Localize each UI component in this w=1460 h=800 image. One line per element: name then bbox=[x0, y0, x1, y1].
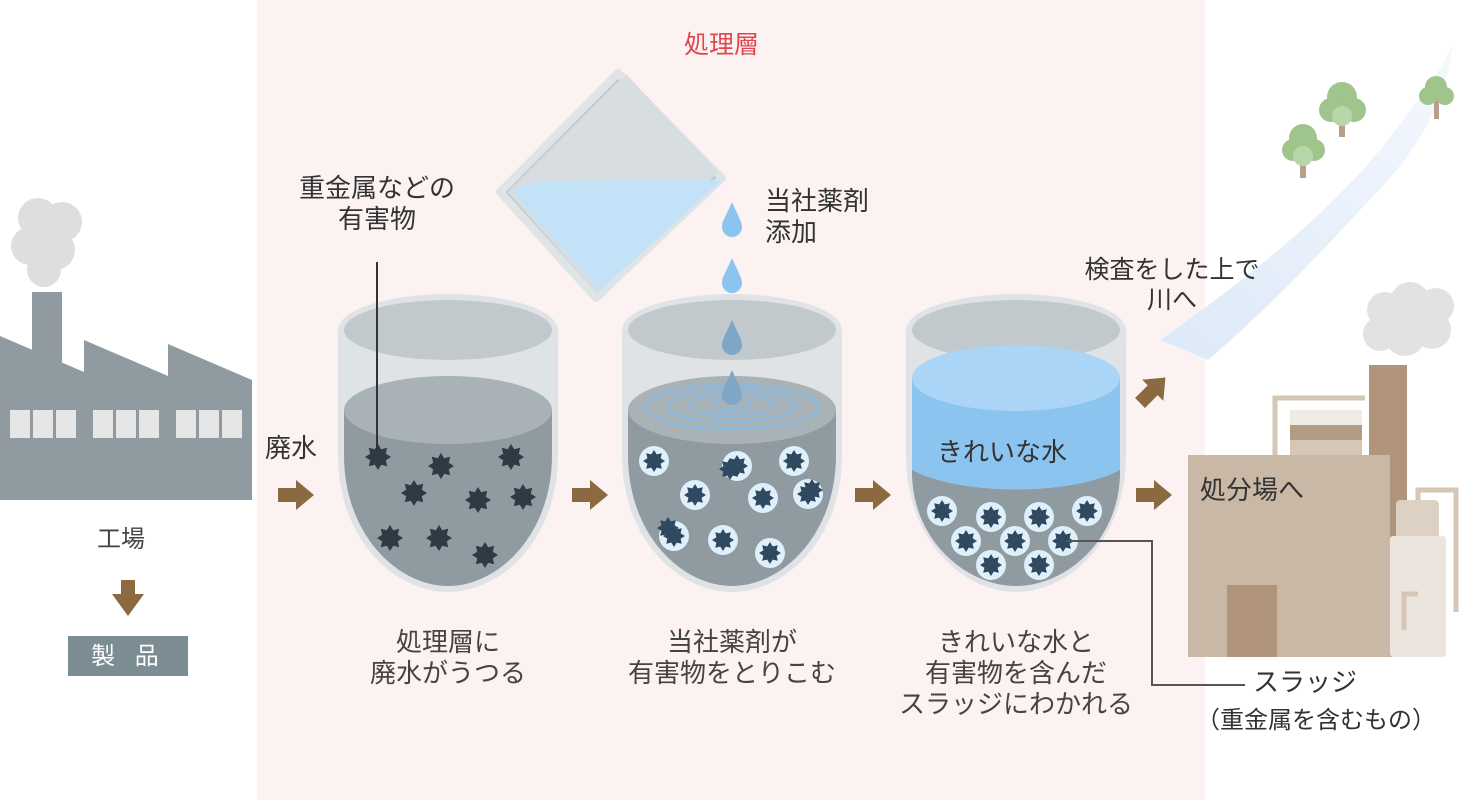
sludge-label: スラッジ bbox=[1240, 668, 1370, 699]
chemical-label-line-1: 当社薬剤 bbox=[765, 187, 869, 218]
step-3-line-2: 有害物を含んだ bbox=[866, 659, 1166, 690]
beaker-wastewater bbox=[338, 294, 558, 592]
step-1-line-1: 処理層に bbox=[338, 628, 558, 659]
clean-water-label: きれいな水 bbox=[937, 438, 1067, 469]
step-2-caption: 当社薬剤が 有害物をとりこむ bbox=[597, 628, 867, 690]
treatment-zone-title: 処理層 bbox=[684, 30, 759, 60]
pollutant-label-line-1: 重金属などの bbox=[282, 174, 472, 205]
inspection-line-2: 川へ bbox=[1052, 285, 1292, 315]
step-1-line-2: 廃水がうつる bbox=[338, 659, 558, 690]
product-badge: 製 品 bbox=[68, 636, 188, 676]
step-3-line-3: スラッジにわかれる bbox=[866, 690, 1166, 721]
river-discharge-label: 検査をした上で 川へ bbox=[1052, 255, 1292, 315]
step-2-line-2: 有害物をとりこむ bbox=[597, 659, 867, 690]
chemical-addition-label: 当社薬剤 添加 bbox=[765, 187, 869, 249]
factory-label: 工場 bbox=[97, 525, 145, 554]
tree-icon bbox=[1282, 124, 1325, 178]
tree-icon bbox=[1319, 82, 1366, 137]
step-2-line-1: 当社薬剤が bbox=[597, 628, 867, 659]
factory-to-product-arrow bbox=[112, 580, 144, 616]
disposal-label: 処分場へ bbox=[1200, 476, 1304, 507]
pollutant-label-line-2: 有害物 bbox=[282, 205, 472, 236]
pollutant-label: 重金属などの 有害物 bbox=[282, 174, 472, 236]
chemical-label-line-2: 添加 bbox=[765, 218, 869, 249]
wastewater-label: 廃水 bbox=[265, 434, 317, 465]
step-1-caption: 処理層に 廃水がうつる bbox=[338, 628, 558, 690]
step-3-caption: きれいな水と 有害物を含んだ スラッジにわかれる bbox=[866, 628, 1166, 722]
factory-left-illustration bbox=[0, 198, 252, 500]
step-3-line-1: きれいな水と bbox=[866, 628, 1166, 659]
inspection-line-1: 検査をした上で bbox=[1052, 255, 1292, 285]
sludge-note: （重金属を含むもの） bbox=[1186, 706, 1446, 735]
